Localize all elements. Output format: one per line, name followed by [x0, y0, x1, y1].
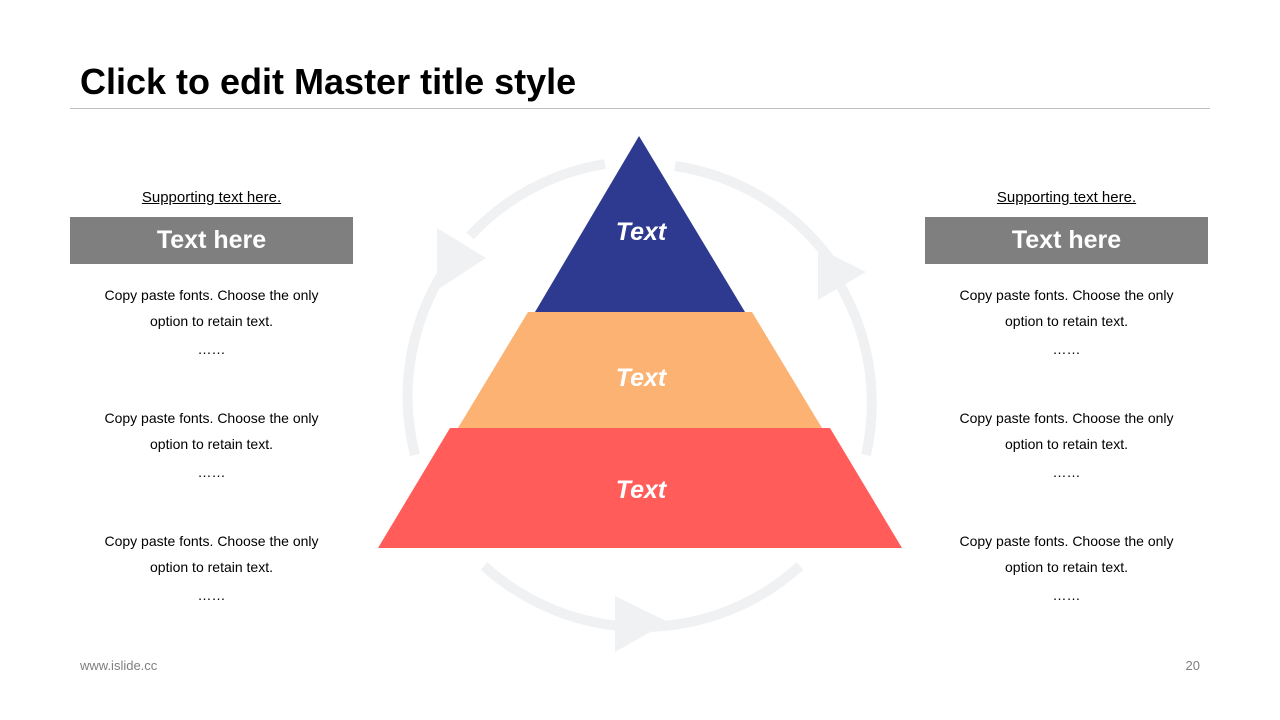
pyramid-tier-top[interactable] — [535, 136, 745, 312]
pyramid-tier-top-label[interactable]: Text — [616, 218, 668, 246]
cycle-arc-top-right — [674, 161, 837, 265]
item-ellipsis: …… — [197, 587, 226, 603]
item-text-line2: option to retain text. — [1005, 559, 1128, 575]
left-item-list: Copy paste fonts. Choose the only option… — [70, 282, 353, 651]
item-text-line2: option to retain text. — [150, 436, 273, 452]
pyramid-tier-bottom-label[interactable]: Text — [616, 476, 668, 504]
pyramid-tier-middle-label[interactable]: Text — [616, 364, 668, 392]
item-text-line2: option to retain text. — [150, 313, 273, 329]
page-number: 20 — [1185, 658, 1200, 673]
right-header-bar[interactable]: Text here — [925, 217, 1208, 264]
list-item[interactable]: Copy paste fonts. Choose the only option… — [70, 282, 353, 405]
list-item[interactable]: Copy paste fonts. Choose the only option… — [70, 405, 353, 528]
list-item[interactable]: Copy paste fonts. Choose the only option… — [925, 282, 1208, 405]
footer-url: www.islide.cc — [80, 658, 158, 673]
cycle-arrowheads — [437, 228, 866, 652]
item-text-line1: Copy paste fonts. Choose the only — [104, 410, 319, 426]
left-panel: Supporting text here. Text here Copy pas… — [70, 187, 353, 651]
item-ellipsis: …… — [197, 464, 226, 480]
item-ellipsis: …… — [1052, 341, 1081, 357]
pyramid-tier-bottom[interactable] — [378, 428, 902, 548]
cycle-arc-left — [402, 251, 459, 457]
list-item[interactable]: Copy paste fonts. Choose the only option… — [70, 528, 353, 651]
arrowhead-bottom-icon — [615, 596, 668, 652]
arrowhead-right-icon — [818, 248, 866, 300]
item-ellipsis: …… — [1052, 587, 1081, 603]
item-text-line1: Copy paste fonts. Choose the only — [959, 287, 1174, 303]
left-header-bar[interactable]: Text here — [70, 217, 353, 264]
list-item[interactable]: Copy paste fonts. Choose the only option… — [925, 405, 1208, 528]
right-item-list: Copy paste fonts. Choose the only option… — [925, 282, 1208, 651]
right-panel: Supporting text here. Text here Copy pas… — [925, 187, 1208, 651]
left-supporting-text[interactable]: Supporting text here. — [141, 189, 282, 206]
item-ellipsis: …… — [197, 341, 226, 357]
arrowhead-left-icon — [437, 228, 486, 290]
cycle-arc-top-left — [466, 159, 606, 240]
item-text-line1: Copy paste fonts. Choose the only — [104, 533, 319, 549]
item-text-line2: option to retain text. — [1005, 313, 1128, 329]
item-text-line1: Copy paste fonts. Choose the only — [959, 533, 1174, 549]
item-text-line2: option to retain text. — [150, 559, 273, 575]
item-text-line1: Copy paste fonts. Choose the only — [959, 410, 1174, 426]
slide-title[interactable]: Click to edit Master title style — [80, 61, 577, 102]
list-item[interactable]: Copy paste fonts. Choose the only option… — [925, 528, 1208, 651]
item-text-line1: Copy paste fonts. Choose the only — [104, 287, 319, 303]
title-divider — [70, 108, 1210, 109]
right-supporting-text[interactable]: Supporting text here. — [996, 189, 1137, 206]
item-text-line2: option to retain text. — [1005, 436, 1128, 452]
pyramid-tier-middle[interactable] — [458, 312, 822, 428]
cycle-arc-right — [835, 282, 877, 457]
item-ellipsis: …… — [1052, 464, 1081, 480]
